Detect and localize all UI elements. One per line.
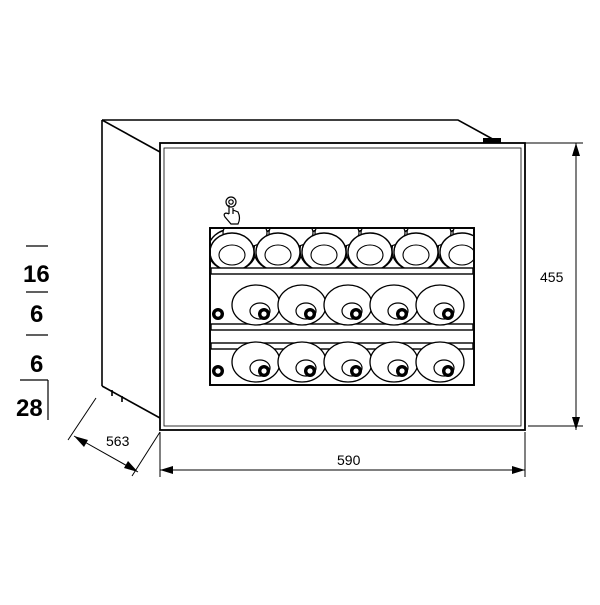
capacity-bottom-shelf: 6: [30, 351, 43, 378]
height-label: 455: [540, 269, 564, 285]
bottle-cap-left-hole: [215, 311, 221, 317]
bottle-cap-hole: [307, 368, 313, 374]
bottle-cap-left-hole: [215, 368, 221, 374]
bottle-top-front-inner: [402, 244, 430, 266]
dimension-lines: [67, 142, 583, 477]
bottle-cap-hole: [399, 311, 405, 317]
glass-window-border: [209, 227, 475, 386]
dimension-arrows: [74, 143, 580, 474]
hinge: [483, 138, 501, 143]
depth-label: 563: [106, 433, 130, 449]
capacity-middle-shelf: 6: [30, 301, 43, 328]
cabinet-side-top-edge: [101, 119, 161, 153]
shelf-rail: [211, 267, 473, 275]
capacity-top-shelf: 16: [23, 261, 50, 288]
bottle-top-front-inner: [264, 244, 292, 266]
bottle-cap-hole: [261, 311, 267, 317]
bottle-top-front-inner: [356, 244, 384, 266]
bottle-cap-hole: [445, 368, 451, 374]
cabinet-body: [101, 119, 499, 419]
bottle-cap-hole: [445, 311, 451, 317]
bottle-cap-hole: [261, 368, 267, 374]
bottle-cap-hole: [353, 311, 359, 317]
capacity-total: 28: [16, 395, 43, 422]
bottle-top-front-inner: [218, 244, 246, 266]
bottle-shelves: [211, 229, 473, 383]
bottle-top-front-inner: [448, 244, 473, 266]
bottle-cap-hole: [353, 368, 359, 374]
bottle-cap-hole: [307, 311, 313, 317]
touch-finger-icon: [223, 196, 241, 225]
capacity-stack: 16 6 6 28: [16, 245, 50, 422]
width-label: 590: [337, 452, 361, 468]
cabinet-side-bottom-edge: [101, 385, 161, 419]
cabinet-side-top: [102, 119, 499, 143]
bottle-cap-hole: [399, 368, 405, 374]
bottle-top-front-inner: [310, 244, 338, 266]
door-inner: [163, 147, 522, 427]
door-outer: [159, 142, 526, 431]
